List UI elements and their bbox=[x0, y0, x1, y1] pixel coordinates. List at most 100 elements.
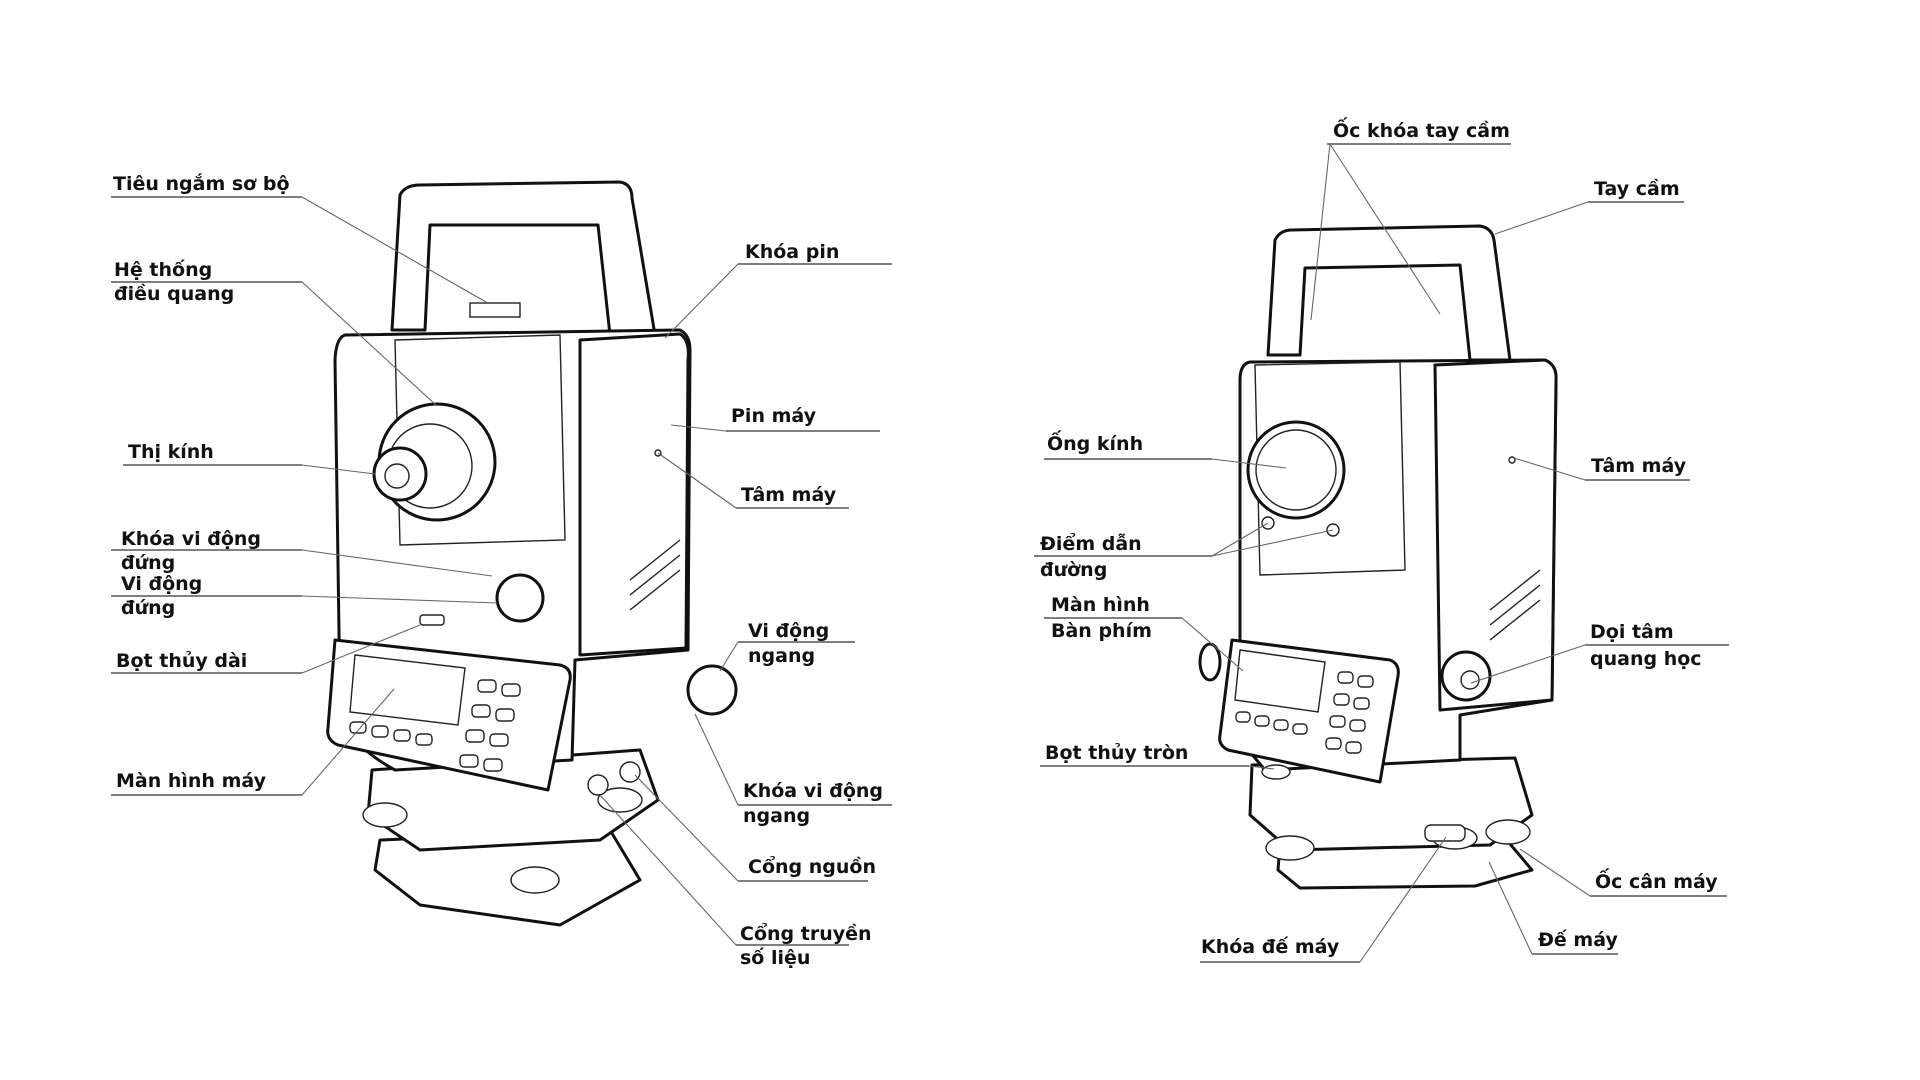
label-text: quang học bbox=[1590, 648, 1702, 670]
label-text: điều quang bbox=[114, 282, 234, 305]
label-text: Vi động bbox=[121, 573, 202, 595]
label-diem-dan-duong: Điểm dẫn đường bbox=[1034, 522, 1334, 581]
leader-line bbox=[1359, 836, 1447, 963]
label-text: Tâm máy bbox=[1591, 455, 1687, 477]
label-tay-cam: Tay cầm bbox=[1494, 177, 1684, 235]
leader-line bbox=[634, 774, 739, 882]
label-text: Bàn phím bbox=[1051, 620, 1152, 642]
left-leveling-screw-icon bbox=[597, 787, 643, 813]
label-text: Màn hình máy bbox=[116, 770, 267, 792]
label-text: Khóa đế máy bbox=[1201, 935, 1340, 958]
label-vi-dong-ngang: Vi động ngang bbox=[719, 620, 855, 672]
right-callouts: Ốc khóa tay cầm Tay cầm Ống kính Điểm dẫ… bbox=[1034, 116, 1729, 963]
leader-line bbox=[301, 281, 438, 407]
leader-line bbox=[301, 595, 498, 604]
label-text: Tay cầm bbox=[1594, 177, 1680, 200]
leader-line bbox=[301, 624, 421, 674]
leader-line bbox=[1211, 529, 1334, 557]
right-base-lock bbox=[1424, 824, 1466, 842]
leader-line bbox=[1211, 522, 1269, 557]
label-text: số liệu bbox=[740, 946, 810, 969]
left-callouts: Tiêu ngắm sơ bộ Hệ thống điều quang Thị … bbox=[111, 172, 892, 969]
left-leveling-screw-icon bbox=[362, 802, 408, 828]
right-total-station-drawing bbox=[1198, 224, 1558, 890]
leader-line bbox=[301, 196, 487, 303]
label-bot-thuy-dai: Bọt thủy dài bbox=[111, 624, 421, 674]
label-tam-may-right: Tâm máy bbox=[1513, 455, 1690, 481]
label-oc-khoa-tay-cam: Ốc khóa tay cầm bbox=[1310, 116, 1511, 321]
right-telescope-housing bbox=[1254, 361, 1406, 576]
label-text: Tâm máy bbox=[741, 484, 837, 506]
left-vertical-tangent-knob-icon bbox=[495, 573, 545, 623]
label-khoa-pin: Khóa pin bbox=[664, 241, 892, 339]
leader-line bbox=[670, 424, 727, 432]
right-objective-lens-inner bbox=[1255, 429, 1337, 511]
right-optical-plummet-icon bbox=[1440, 650, 1492, 702]
left-vent-lines bbox=[629, 539, 681, 611]
right-objective-lens-icon bbox=[1246, 420, 1346, 520]
label-thi-kinh: Thị kính bbox=[123, 441, 376, 475]
leader-line bbox=[599, 794, 737, 946]
label-text: Màn hình bbox=[1051, 594, 1150, 616]
left-handle bbox=[390, 180, 657, 337]
right-handle bbox=[1266, 224, 1512, 362]
left-port bbox=[619, 761, 641, 783]
label-de-may: Đế máy bbox=[1488, 861, 1618, 955]
leader-line bbox=[1181, 617, 1244, 672]
label-text: ngang bbox=[743, 805, 810, 827]
right-leveling-screw-icon bbox=[1485, 819, 1531, 845]
label-text: Đế máy bbox=[1538, 928, 1618, 951]
leader-line bbox=[301, 464, 376, 475]
left-tubular-vial bbox=[419, 614, 445, 626]
label-text: đường bbox=[1040, 559, 1107, 581]
label-pin-may: Pin máy bbox=[670, 405, 880, 432]
leader-line bbox=[1310, 143, 1331, 321]
label-khoa-vi-dong-ngang: Khóa vi động ngang bbox=[694, 713, 892, 827]
label-tam-may-left: Tâm máy bbox=[657, 452, 849, 509]
label-text: Tiêu ngắm sơ bộ bbox=[113, 172, 290, 195]
leader-line bbox=[1211, 458, 1287, 469]
label-tieu-ngam-so-bo: Tiêu ngắm sơ bộ bbox=[111, 172, 487, 303]
leader-line bbox=[1519, 848, 1591, 897]
label-bot-thuy-tron: Bọt thủy tròn bbox=[1040, 742, 1275, 770]
label-text: ngang bbox=[748, 645, 815, 667]
right-vent-lines bbox=[1489, 569, 1541, 641]
left-horizontal-tangent-knob-icon bbox=[686, 664, 738, 716]
right-center-mark bbox=[1508, 456, 1516, 464]
leader-line bbox=[694, 713, 739, 806]
label-text: Vi động bbox=[748, 620, 829, 642]
label-ong-kinh: Ống kính bbox=[1044, 429, 1287, 469]
label-man-hinh-ban-phim: Màn hình Bàn phím bbox=[1044, 594, 1244, 672]
right-keypad bbox=[1235, 671, 1374, 754]
label-doi-tam-quang-hoc: Dọi tâm quang học bbox=[1470, 621, 1729, 684]
label-khoa-vi-dong-dung: Khóa vi động đứng bbox=[111, 528, 493, 577]
label-text: Điểm dẫn bbox=[1040, 531, 1142, 555]
label-text: Thị kính bbox=[128, 441, 214, 463]
left-eyepiece-icon bbox=[372, 446, 428, 502]
label-text: Cổng truyền bbox=[740, 922, 872, 945]
left-display-panel bbox=[326, 638, 572, 792]
leader-line bbox=[1494, 201, 1589, 235]
label-khoa-de-may: Khóa đế máy bbox=[1200, 836, 1447, 963]
leader-line bbox=[657, 452, 737, 509]
leader-line bbox=[1329, 143, 1441, 315]
leader-line bbox=[1488, 861, 1533, 955]
right-side-knob-icon bbox=[1198, 642, 1222, 682]
label-text: Ốc khóa tay cầm bbox=[1333, 116, 1510, 142]
label-text: Ốc cân máy bbox=[1595, 867, 1718, 893]
leader-line bbox=[1513, 457, 1586, 481]
label-text: Hệ thống bbox=[114, 258, 212, 281]
label-text: Ống kính bbox=[1047, 429, 1143, 455]
left-keypad bbox=[349, 679, 521, 772]
leader-line bbox=[301, 688, 395, 796]
label-text: Khóa pin bbox=[745, 241, 839, 263]
label-text: Cổng nguồn bbox=[748, 855, 876, 878]
right-upright bbox=[1433, 358, 1558, 712]
left-eyepiece-lens bbox=[384, 463, 410, 489]
left-sight bbox=[469, 302, 521, 318]
label-text: Bọt thủy tròn bbox=[1045, 742, 1188, 764]
label-oc-can-may: Ốc cân máy bbox=[1519, 848, 1727, 897]
left-battery-housing bbox=[578, 332, 690, 657]
left-port bbox=[587, 774, 609, 796]
